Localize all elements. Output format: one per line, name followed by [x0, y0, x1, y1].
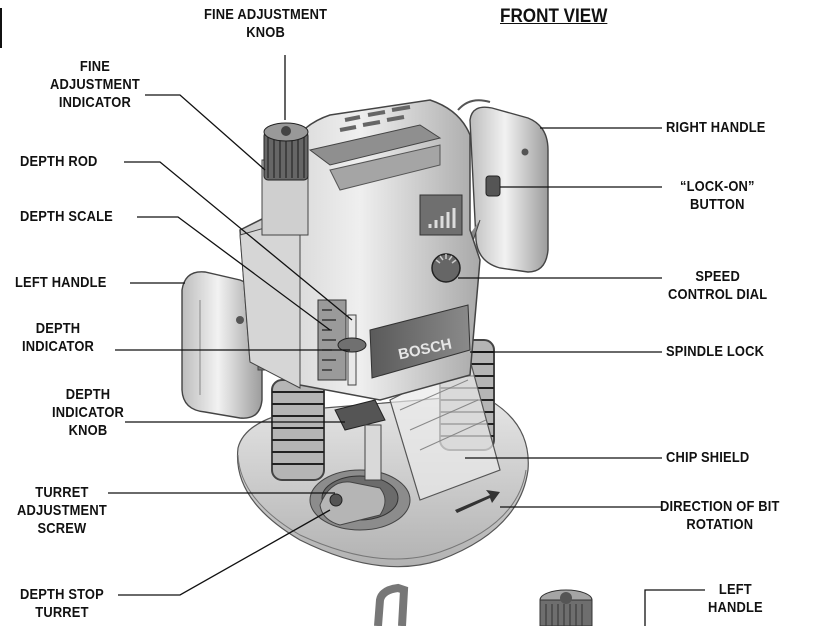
leader-fine-adjustment-indicator — [145, 94, 266, 171]
label-speed-control-dial: SPEED CONTROL DIAL — [668, 268, 768, 303]
label-depth-indicator: DEPTH INDICATOR — [22, 320, 95, 355]
label-left-handle: LEFT HANDLE — [15, 274, 107, 291]
label-depth-rod: DEPTH ROD — [20, 153, 98, 170]
motor-housing: BOSCH — [239, 99, 481, 401]
leader-depth-stop-turret — [118, 509, 331, 596]
label-spindle-lock: SPINDLE LOCK — [666, 343, 765, 360]
leader-lines — [108, 55, 705, 626]
label-direction-of-bit-rotation: DIRECTION OF BIT ROTATION — [660, 498, 780, 533]
leader-left-handle-bottom — [644, 589, 705, 626]
second-view-knob — [539, 589, 593, 626]
label-depth-indicator-knob: DEPTH INDICATOR KNOB — [52, 386, 125, 439]
label-chip-shield: CHIP SHIELD — [666, 449, 750, 466]
label-fine-adjustment-indicator: FINE ADJUSTMENT INDICATOR — [50, 58, 140, 111]
fine-adjustment-knob — [261, 122, 309, 236]
page-margin-bar — [0, 8, 2, 48]
power-cord — [374, 583, 409, 626]
label-depth-stop-turret: DEPTH STOP TURRET — [20, 586, 104, 621]
label-lock-on-button: “LOCK-ON” BUTTON — [680, 178, 755, 213]
label-fine-adjustment-knob: FINE ADJUSTMENT KNOB — [204, 6, 328, 41]
front-view-title: FRONT VIEW — [500, 6, 608, 27]
label-depth-scale: DEPTH SCALE — [20, 208, 113, 225]
leader-depth-rod — [124, 161, 353, 321]
depth-scale-assembly — [317, 299, 367, 386]
depth-stop-turret — [319, 399, 386, 526]
label-right-handle: RIGHT HANDLE — [666, 119, 766, 136]
leader-depth-scale — [137, 216, 331, 331]
bit-rotation-arrow — [455, 490, 500, 513]
lock-on-button-shape — [485, 175, 501, 197]
label-left-handle-bottom: LEFT HANDLE — [708, 581, 763, 616]
label-turret-adjustment-screw: TURRET ADJUSTMENT SCREW — [17, 484, 107, 537]
